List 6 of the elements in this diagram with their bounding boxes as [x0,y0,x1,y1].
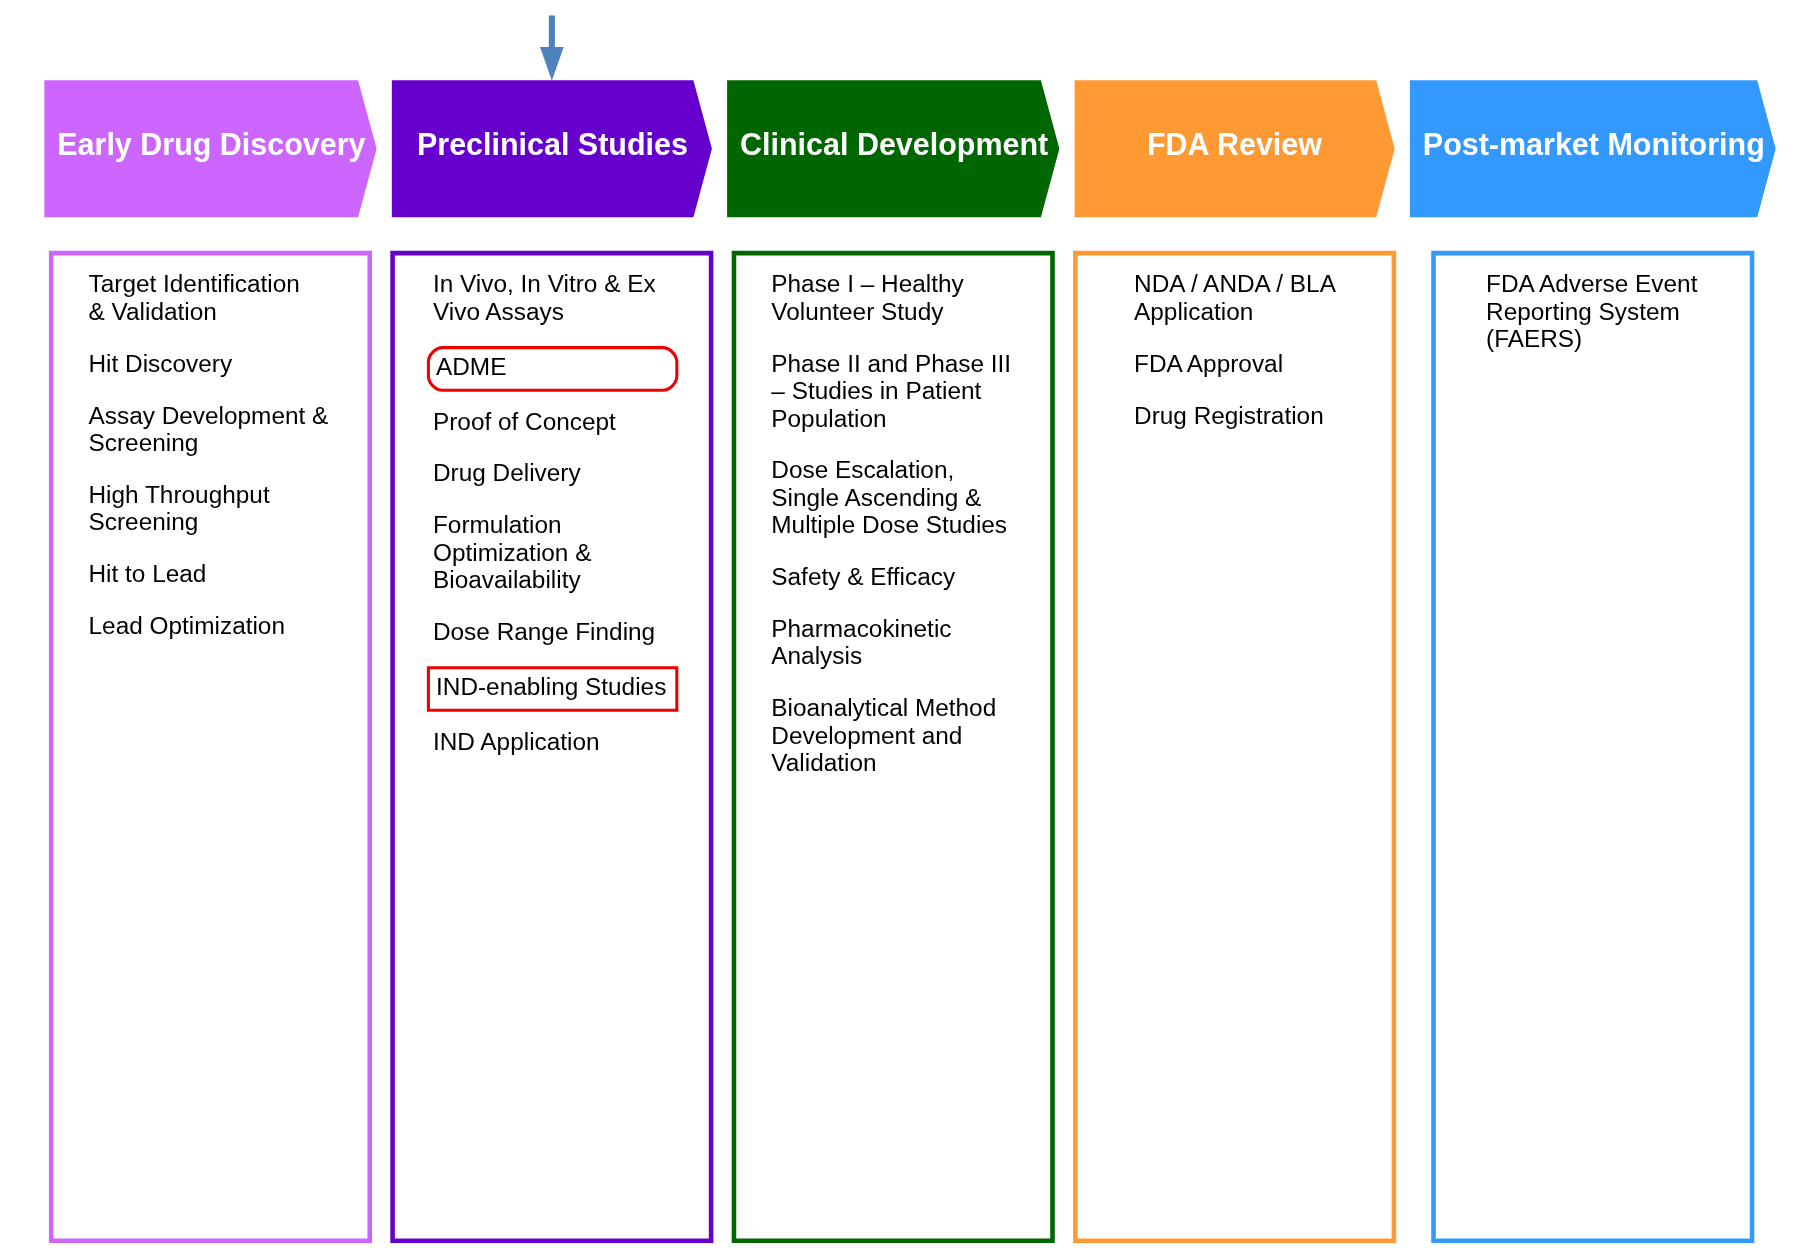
node-box: NDA / ANDA / BLA Application FDA Approval Drug Registration [1072,250,1396,1243]
node-box: Phase I – Healthy Volunteer Study Phase II and Phase III – Studies in Patient Population Dose Escalation, Single Ascending & Multiple Dose Studies Safety & Efficacy Pharmacokinetic Analysis Bioanalytical Method Development and Validation [731,250,1055,1243]
node-box: FDA Adverse Event Reporting System (FAERS) [1430,250,1754,1243]
arrow [539,15,564,81]
node-box: Target Identification & Validation Hit Discovery Assay Development & Screening High Throughput Screening Hit to Lead Lead Optimization [48,250,372,1243]
node-box: In Vivo, In Vitro & Ex Vivo Assays ADME Proof of Concept Drug Delivery Formulation Optimization & Bioavailability Dose Range Finding IND-enabling Studies IND Application [389,250,713,1243]
